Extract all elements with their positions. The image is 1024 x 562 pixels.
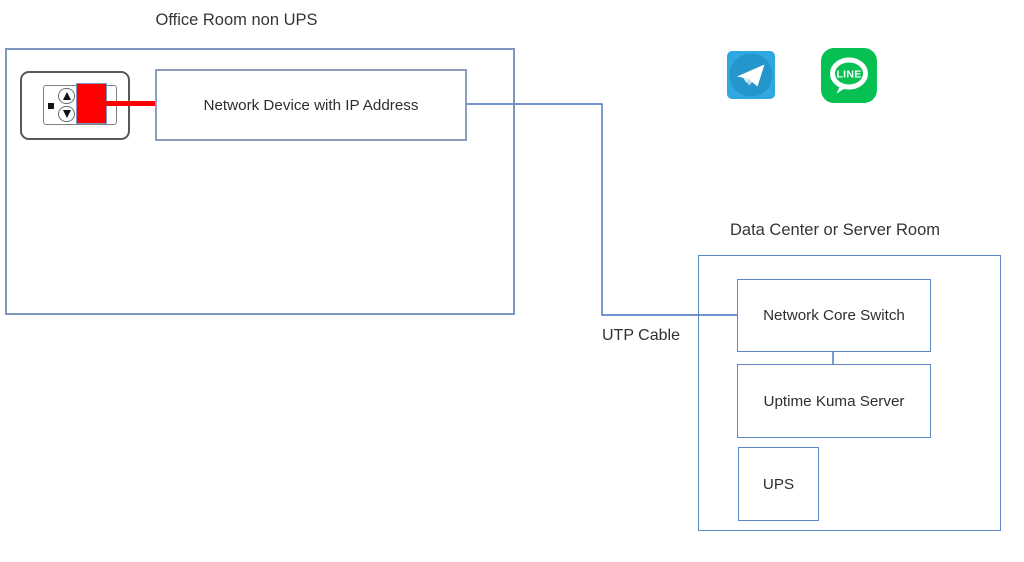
- uptime-kuma-server-box: Uptime Kuma Server: [737, 364, 931, 438]
- outlet-ground-slot: [48, 103, 54, 109]
- utp-cable-label: UTP Cable: [602, 327, 680, 344]
- line-icon-text: LINE: [836, 69, 861, 81]
- telegram-icon: [727, 51, 775, 99]
- network-core-switch-label: Network Core Switch: [763, 307, 905, 324]
- network-device-label: Network Device with IP Address: [203, 96, 419, 114]
- data-center-box: [698, 255, 1001, 531]
- outlet-slot-up-icon: [58, 88, 75, 104]
- line-icon: LINE: [821, 48, 877, 103]
- outlet-slot-down-icon: [58, 106, 75, 122]
- office-room-box: [5, 48, 515, 315]
- office-room-title: Office Room non UPS: [155, 11, 318, 29]
- network-device-box: Network Device with IP Address: [155, 69, 467, 141]
- data-center-title: Data Center or Server Room: [730, 221, 940, 239]
- uptime-kuma-server-label: Uptime Kuma Server: [763, 392, 905, 410]
- red-plug-icon: [76, 83, 107, 124]
- ups-box: UPS: [738, 447, 819, 521]
- power-cord-line: [106, 101, 156, 106]
- ups-label: UPS: [762, 475, 795, 493]
- network-core-switch-box: Network Core Switch: [737, 279, 931, 352]
